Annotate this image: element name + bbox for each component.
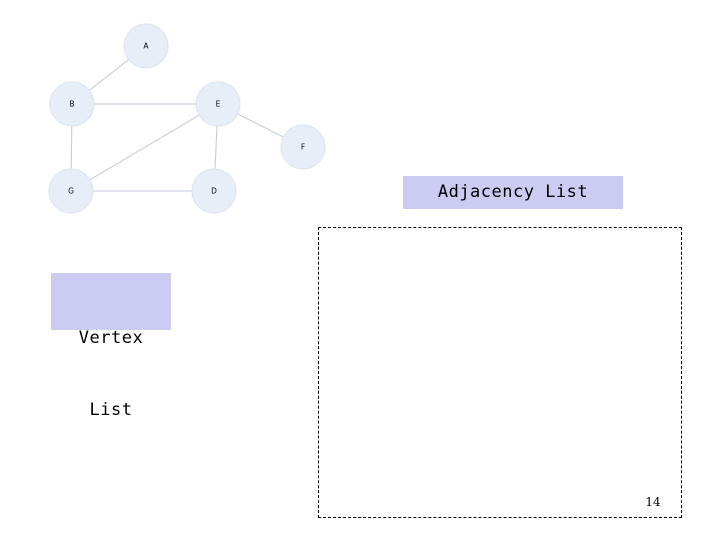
graph-node-circle-f (280, 124, 326, 170)
vertex-list-label-line2: List (89, 400, 133, 420)
graph-edge-e-f (237, 113, 284, 138)
graph-node-group: AB EF G D (48, 23, 326, 214)
graph-node-e[interactable]: E (195, 81, 241, 127)
graph-node-b[interactable]: B (49, 81, 95, 127)
graph-node-d[interactable]: D (191, 168, 237, 214)
graph-node-circle-b (49, 81, 95, 127)
graph-edge-group (70, 59, 284, 192)
graph-node-circle-e (195, 81, 241, 127)
graph-node-circle-d (191, 168, 237, 214)
graph-node-g[interactable]: G (48, 168, 94, 214)
graph-node-a[interactable]: A (123, 23, 169, 69)
graph-edge-g-e (89, 114, 200, 181)
graph-node-circle-a (123, 23, 169, 69)
graph-svg: AB EF G D (48, 23, 326, 214)
page-number: 14 (645, 495, 661, 509)
vertex-list-label-line1: Vertex (78, 328, 144, 348)
graph-edge-a-b (88, 59, 130, 91)
graph-node-f[interactable]: F (280, 124, 326, 170)
adjacency-list-frame (318, 227, 682, 518)
graph-node-circle-g (48, 168, 94, 214)
vertex-list-label: Vertex List (51, 273, 171, 420)
adjacency-list-label: Adjacency List (403, 176, 623, 209)
graph-edge-e-d (214, 125, 218, 170)
